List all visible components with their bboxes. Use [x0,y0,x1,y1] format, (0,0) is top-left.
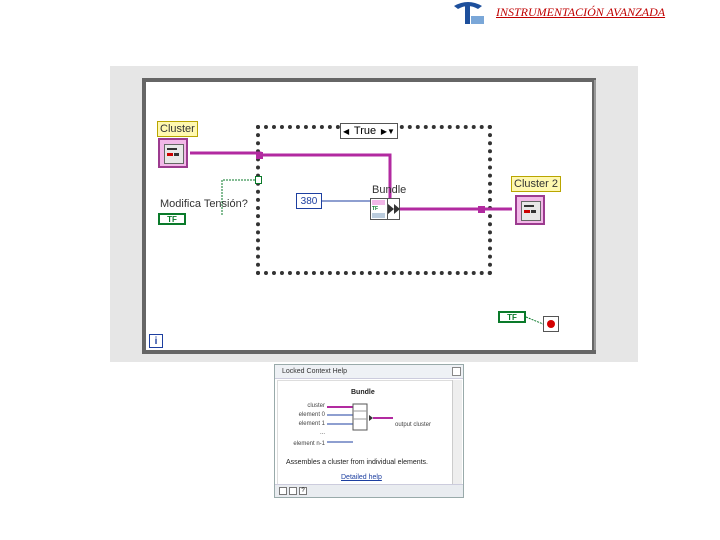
term-element0: element 0 [298,412,325,418]
stop-terminal[interactable] [543,316,559,332]
case-selector-value: True [353,125,377,137]
term-ellipsis: ... [319,430,325,436]
cluster-out-terminal[interactable] [515,195,545,225]
numeric-constant[interactable]: 380 [296,193,322,209]
header-title: INSTRUMENTACIÓN AVANZADA [496,5,666,19]
help-icon[interactable]: ? [299,487,307,495]
context-help-window[interactable]: Locked Context Help Bundle cluster eleme… [274,364,464,498]
term-elementN: element n-1 [293,441,325,447]
input-tunnel[interactable] [256,152,263,159]
help-description: Assembles a cluster from individual elem… [286,459,429,466]
bundle-arrow-icon [388,204,400,214]
lock-icon[interactable] [289,487,297,495]
output-tunnel[interactable] [478,206,485,213]
term-element1: element 1 [298,421,325,427]
cluster-in-label: Cluster [157,121,198,137]
show-optional-icon[interactable] [279,487,287,495]
case-selector-terminal[interactable] [255,176,262,184]
term-cluster: cluster [307,403,325,409]
bool-wire [221,179,260,215]
stop-bool-terminal[interactable]: TF [498,311,526,323]
iteration-terminal: i [149,334,163,348]
bool-control-label: Modifica Tensión? [160,198,248,210]
loop-edge [594,80,596,350]
term-output: output cluster [395,422,432,428]
context-help-body [277,380,455,488]
cluster-in-terminal[interactable] [158,138,188,168]
function-name: Bundle [351,389,375,396]
context-help-title: Locked Context Help [275,365,463,379]
close-icon[interactable] [452,367,461,376]
bundle-label: Bundle [372,184,407,196]
case-next-arrow-icon[interactable]: ▶▼ [380,126,395,136]
help-toolbar: ? [275,484,463,497]
bundle-node[interactable]: TF [370,198,400,220]
detailed-help-link[interactable]: Detailed help [341,474,382,481]
logo-icon [454,2,484,24]
case-prev-arrow-icon[interactable]: ◀ [343,126,350,136]
scrollbar[interactable] [452,380,462,486]
bundle-diagram-icon [327,403,393,443]
stop-icon [547,320,555,328]
bool-control-terminal[interactable]: TF [158,213,186,225]
case-selector[interactable]: ◀ True ▶▼ [340,123,398,139]
cluster-out-label: Cluster 2 [511,176,562,192]
